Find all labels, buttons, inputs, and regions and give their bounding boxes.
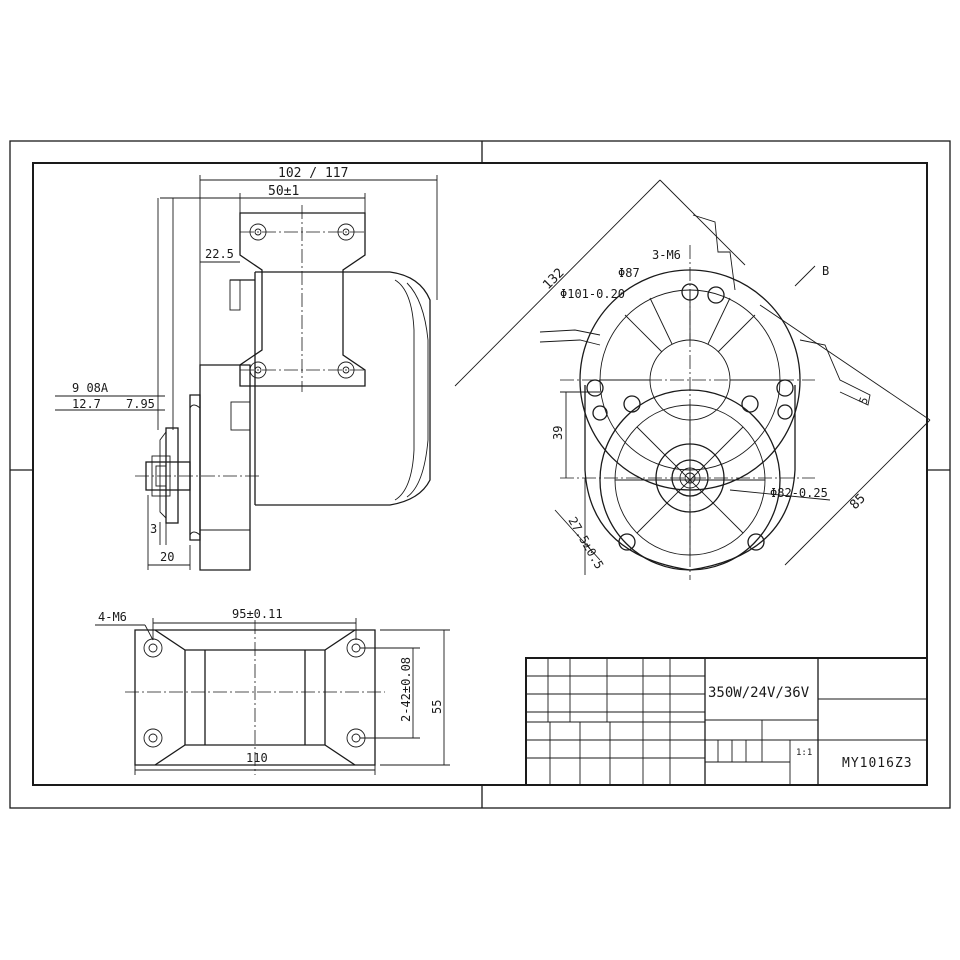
front-view [454, 179, 931, 580]
dim-overall-length: 102 / 117 [278, 166, 348, 181]
dim-pilot-dia: Φ101-0.20 [560, 287, 625, 301]
side-view [55, 175, 438, 571]
dim-bracket-width: 50±1 [268, 184, 299, 199]
holes-label-base: 4-M6 [98, 610, 127, 624]
dim-height-base: 55 [430, 700, 444, 714]
title-block: 350W/24V/36V 1:1 MY1016Z3 [525, 657, 928, 786]
side-view-dimensions: 102 / 117 50±1 22.5 9 08A 12.7 7.95 3 20 [72, 166, 348, 564]
base-view-dimensions: 4-M6 95±0.11 2-42±0.08 55 110 [98, 607, 444, 765]
dim-sprocket-b: 7.95 [126, 397, 155, 411]
dim-bracket-offset: 22.5 [205, 247, 234, 261]
dim-hole-spacing: 95±0.11 [232, 607, 283, 621]
sheet-border [9, 140, 951, 809]
base-view [95, 618, 450, 775]
dim-sprocket-a: 12.7 [72, 397, 101, 411]
dim-slot: 2-42±0.08 [399, 657, 413, 722]
holes-label-front: 3-M6 [652, 248, 681, 262]
dim-width: 110 [246, 751, 268, 765]
section-label: B [822, 264, 829, 278]
model-number: MY1016Z3 [842, 756, 913, 771]
dim-small: 3 [150, 522, 157, 536]
dim-height-front: 39 [551, 426, 565, 440]
chain-label: 9 08A [72, 381, 109, 395]
dim-face-dia: Φ82-0.25 [770, 486, 828, 500]
spec-label: 350W/24V/36V [708, 685, 810, 701]
front-view-dimensions: 132 Φ87 Φ101-0.20 3-M6 B 39 Φ82-0.25 27.… [540, 248, 871, 572]
dim-shaft: 20 [160, 550, 174, 564]
dim-bolt-circle: Φ87 [618, 266, 640, 280]
dim-diag-right: 85 [847, 491, 869, 513]
scale-label: 1:1 [796, 748, 812, 758]
dim-tab: 5 [857, 395, 871, 406]
dim-offset: 27.5±0.5 [565, 515, 606, 572]
